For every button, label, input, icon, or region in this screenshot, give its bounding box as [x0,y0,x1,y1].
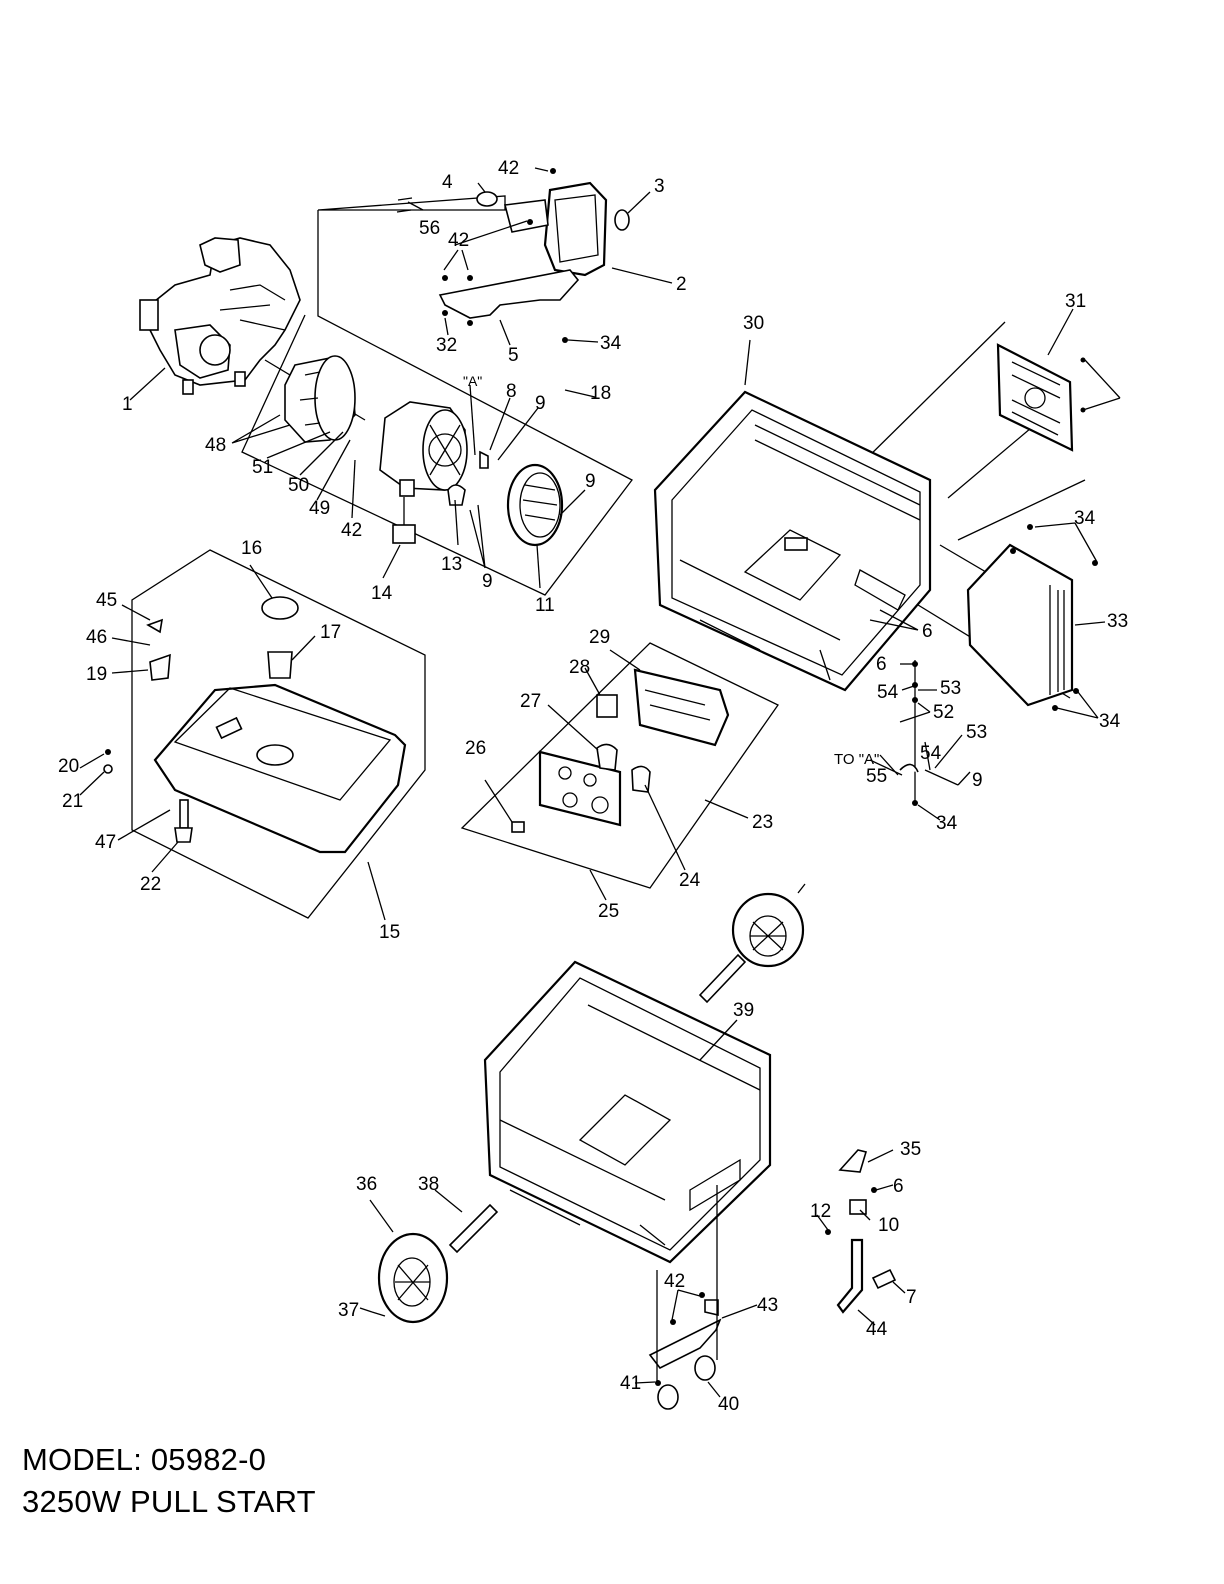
callout-49: 49 [309,498,330,519]
callout-31: 31 [1065,291,1086,312]
callout-53b: 53 [966,722,987,743]
callout-42c: 42 [341,520,362,541]
callout-44: 44 [866,1319,888,1340]
callout-19: 19 [86,664,107,685]
callout-54a: 54 [877,682,899,703]
callout-39: 39 [733,1000,754,1021]
fuel-tank [104,597,405,852]
callout-48: 48 [205,435,226,456]
callout-13: 13 [441,554,462,575]
end-panel [968,524,1098,711]
callout-14: 14 [371,583,393,604]
callout-6c: 6 [893,1176,904,1197]
callout-28: 28 [569,657,590,678]
rotor-alternator [380,402,488,543]
callout-15: 15 [379,922,400,943]
callout-42a: 42 [498,158,519,179]
callout-53a: 53 [940,678,961,699]
control-panel [512,670,728,832]
muffler-assembly [397,168,629,343]
callout-9a: 9 [535,393,546,414]
callout-33: 33 [1107,611,1128,632]
callout-24: 24 [679,870,701,891]
callout-12: 12 [810,1201,831,1222]
callout-46: 46 [86,627,107,648]
model-number: MODEL: 05982-0 [22,1442,266,1478]
rear-panel [998,345,1086,450]
end-cover [508,465,562,545]
callout-34d: 34 [936,813,958,834]
callout-45: 45 [96,590,117,611]
callout-22: 22 [140,874,161,895]
callout-16: 16 [241,538,262,559]
callout-10: 10 [878,1215,899,1236]
callout-41: 41 [620,1373,641,1394]
callout-7: 7 [906,1287,917,1308]
callout-30: 30 [743,313,764,334]
callout-2: 2 [676,274,687,295]
callout-51: 51 [252,457,273,478]
model-description: 3250W PULL START [22,1484,316,1520]
to-reference-a-label: TO "A" [834,751,879,768]
callout-52: 52 [933,702,954,723]
callout-9c: 9 [482,571,493,592]
callout-36: 36 [356,1174,377,1195]
callout-34a: 34 [600,333,622,354]
callout-21: 21 [62,791,83,812]
callout-20: 20 [58,756,79,777]
callout-38: 38 [418,1174,439,1195]
callout-34c: 34 [1099,711,1121,732]
callout-4: 4 [442,172,453,193]
callout-32: 32 [436,335,457,356]
callout-23: 23 [752,812,773,833]
callout-50: 50 [288,475,309,496]
callout-47: 47 [95,832,116,853]
callout-34b: 34 [1074,508,1096,529]
callout-11: 11 [535,595,555,616]
callout-42d: 42 [664,1271,685,1292]
callout-56: 56 [419,218,440,239]
callout-54b: 54 [920,743,942,764]
callout-42b: 42 [448,230,469,251]
callout-37: 37 [338,1300,359,1321]
callout-25: 25 [598,901,619,922]
callout-43: 43 [757,1295,778,1316]
callout-9b: 9 [585,471,596,492]
callout-17: 17 [320,622,341,643]
reference-a-label: "A" [463,373,482,389]
callout-35: 35 [900,1139,921,1160]
callout-55: 55 [866,766,887,787]
callout-6b: 6 [876,654,887,675]
callout-5: 5 [508,345,519,366]
callout-40: 40 [718,1394,739,1415]
callout-9d: 9 [972,770,983,791]
callout-6a: 6 [922,621,933,642]
callout-3: 3 [654,176,665,197]
stator-housing [285,356,355,442]
callout-1: 1 [122,394,133,415]
wheel-kit-frame [485,962,770,1262]
callout-26: 26 [465,738,486,759]
callout-27: 27 [520,691,541,712]
callout-18: 18 [590,383,611,404]
callout-8: 8 [506,381,517,402]
callout-29: 29 [589,627,610,648]
